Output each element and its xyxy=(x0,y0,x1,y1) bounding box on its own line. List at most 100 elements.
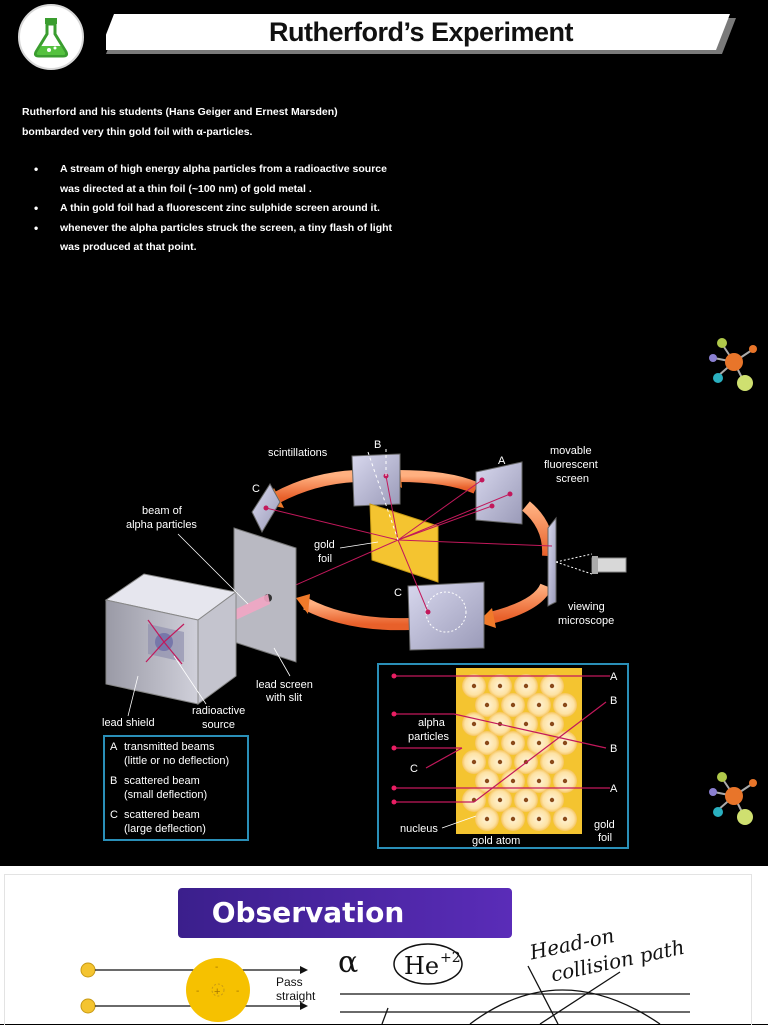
label-alpha-particles: alpha particles xyxy=(126,519,197,531)
title-banner: Rutherford’s Experiment xyxy=(106,14,736,54)
gold-nucleus xyxy=(536,816,542,822)
legend: A transmitted beams (little or no deflec… xyxy=(103,735,249,841)
diagram-labels: scintillations B A C C movable fluoresce… xyxy=(102,439,614,731)
inset-label-gold: gold xyxy=(594,819,615,831)
intro-paragraph: Rutherford and his students (Hans Geiger… xyxy=(22,106,338,138)
gold-nucleus xyxy=(484,740,490,746)
screen-c-bottom xyxy=(407,581,485,651)
lead-shield xyxy=(104,573,238,705)
gold-nucleus xyxy=(549,759,555,765)
gold-atoms xyxy=(462,674,577,831)
gold-nucleus xyxy=(484,702,490,708)
label-lead-screen: lead screen xyxy=(256,679,313,691)
he-charge: +2 xyxy=(440,950,461,966)
straight-label: straight xyxy=(276,989,316,1003)
gold-nucleus xyxy=(549,721,555,727)
legend-text: transmitted beams xyxy=(124,741,215,753)
gold-nucleus xyxy=(497,759,503,765)
inset-label-b: B xyxy=(610,743,617,755)
gold-nucleus xyxy=(471,759,477,765)
legend-text: (little or no deflection) xyxy=(124,755,229,767)
screen-a xyxy=(475,461,523,525)
gold-nucleus xyxy=(523,683,529,689)
gold-nucleus xyxy=(536,702,542,708)
molecule-icon xyxy=(709,772,757,825)
alpha-symbol: α xyxy=(338,945,358,980)
atom-inset: A B B A C alpha particles nucleus gold a… xyxy=(377,663,629,849)
legend-text: (small deflection) xyxy=(124,789,207,801)
gold-nucleus xyxy=(510,778,516,784)
bullet-list: A stream of high energy alpha particles … xyxy=(34,160,394,258)
observation-header: Observation xyxy=(178,888,512,938)
gold-nucleus xyxy=(510,740,516,746)
gold-nucleus xyxy=(471,683,477,689)
gold-nucleus xyxy=(562,816,568,822)
inset-label-nucleus: nucleus xyxy=(400,823,438,835)
gold-nucleus xyxy=(484,816,490,822)
lead-screen xyxy=(233,527,297,663)
label-microscope: microscope xyxy=(558,615,614,627)
label-screen-c-left: C xyxy=(252,483,260,495)
slide: Rutherford’s Experiment Rutherford and h… xyxy=(0,0,768,866)
screen-microscope xyxy=(547,516,557,607)
gold-nucleus xyxy=(471,721,477,727)
label-movable: movable xyxy=(550,445,592,457)
gold-nucleus xyxy=(510,702,516,708)
gold-nucleus xyxy=(536,778,542,784)
gold-nucleus xyxy=(497,683,503,689)
electron-charge: - xyxy=(236,986,239,997)
screen-b-top xyxy=(351,453,401,507)
inset-label-foil: foil xyxy=(598,832,612,844)
legend-text: scattered beam xyxy=(124,809,200,821)
nucleus-charge: + xyxy=(214,986,220,998)
label-scintillations: scintillations xyxy=(268,447,328,459)
legend-text: (large deflection) xyxy=(124,823,206,835)
observation-panel: Observation + - - - Pass straight α He +… xyxy=(0,866,768,1025)
bullet-item: whenever the alpha particles struck the … xyxy=(34,219,394,258)
inset-label-a: A xyxy=(610,671,618,683)
inset-label-particles: particles xyxy=(408,731,449,743)
gold-nucleus xyxy=(497,797,503,803)
gold-nucleus xyxy=(549,683,555,689)
electron-charge: - xyxy=(196,986,199,997)
label-screen-c-bottom: C xyxy=(394,587,402,599)
label-foil: foil xyxy=(318,553,332,565)
electron-charge: - xyxy=(215,962,218,973)
label-with-slit: with slit xyxy=(265,692,302,704)
label-screen-a: A xyxy=(498,455,506,467)
gold-nucleus xyxy=(510,816,516,822)
pass-label: Pass xyxy=(276,975,303,989)
label-fluorescent: fluorescent xyxy=(544,459,598,471)
molecule-icon xyxy=(709,338,757,391)
he-label: He xyxy=(404,952,439,980)
legend-text: scattered beam xyxy=(124,775,200,787)
label-radioactive: radioactive xyxy=(192,705,245,717)
gold-nucleus xyxy=(484,778,490,784)
sketch-paths xyxy=(340,965,690,1024)
gold-nucleus xyxy=(562,702,568,708)
observation-sketch: + - - - Pass straight α He +2 Head-on co… xyxy=(80,923,690,1024)
label-screen: screen xyxy=(556,473,589,485)
label-screen-b: B xyxy=(374,439,381,451)
observation-card xyxy=(4,874,752,1025)
label-viewing: viewing xyxy=(568,601,605,613)
bullet-item: A stream of high energy alpha particles … xyxy=(34,160,394,199)
inset-label-b: B xyxy=(610,695,617,707)
inset-label-gold-atom: gold atom xyxy=(472,835,520,847)
inset-label-alpha: alpha xyxy=(418,717,446,729)
gold-foil xyxy=(369,503,439,583)
legend-letter: C xyxy=(110,809,118,821)
label-lead-shield: lead shield xyxy=(102,717,155,729)
microscope xyxy=(555,553,627,575)
inset-label-a: A xyxy=(610,783,618,795)
atom-circle xyxy=(186,958,250,1022)
gold-nucleus xyxy=(562,778,568,784)
alpha-dot xyxy=(80,998,96,1014)
flask-logo xyxy=(18,4,84,70)
legend-letter: B xyxy=(110,775,117,787)
gold-nucleus xyxy=(549,797,555,803)
observation-title: Observation xyxy=(211,896,405,929)
legend-letter: A xyxy=(110,741,118,753)
page-title: Rutherford’s Experiment xyxy=(268,17,574,47)
bullet-item: A thin gold foil had a fluorescent zinc … xyxy=(34,199,394,219)
